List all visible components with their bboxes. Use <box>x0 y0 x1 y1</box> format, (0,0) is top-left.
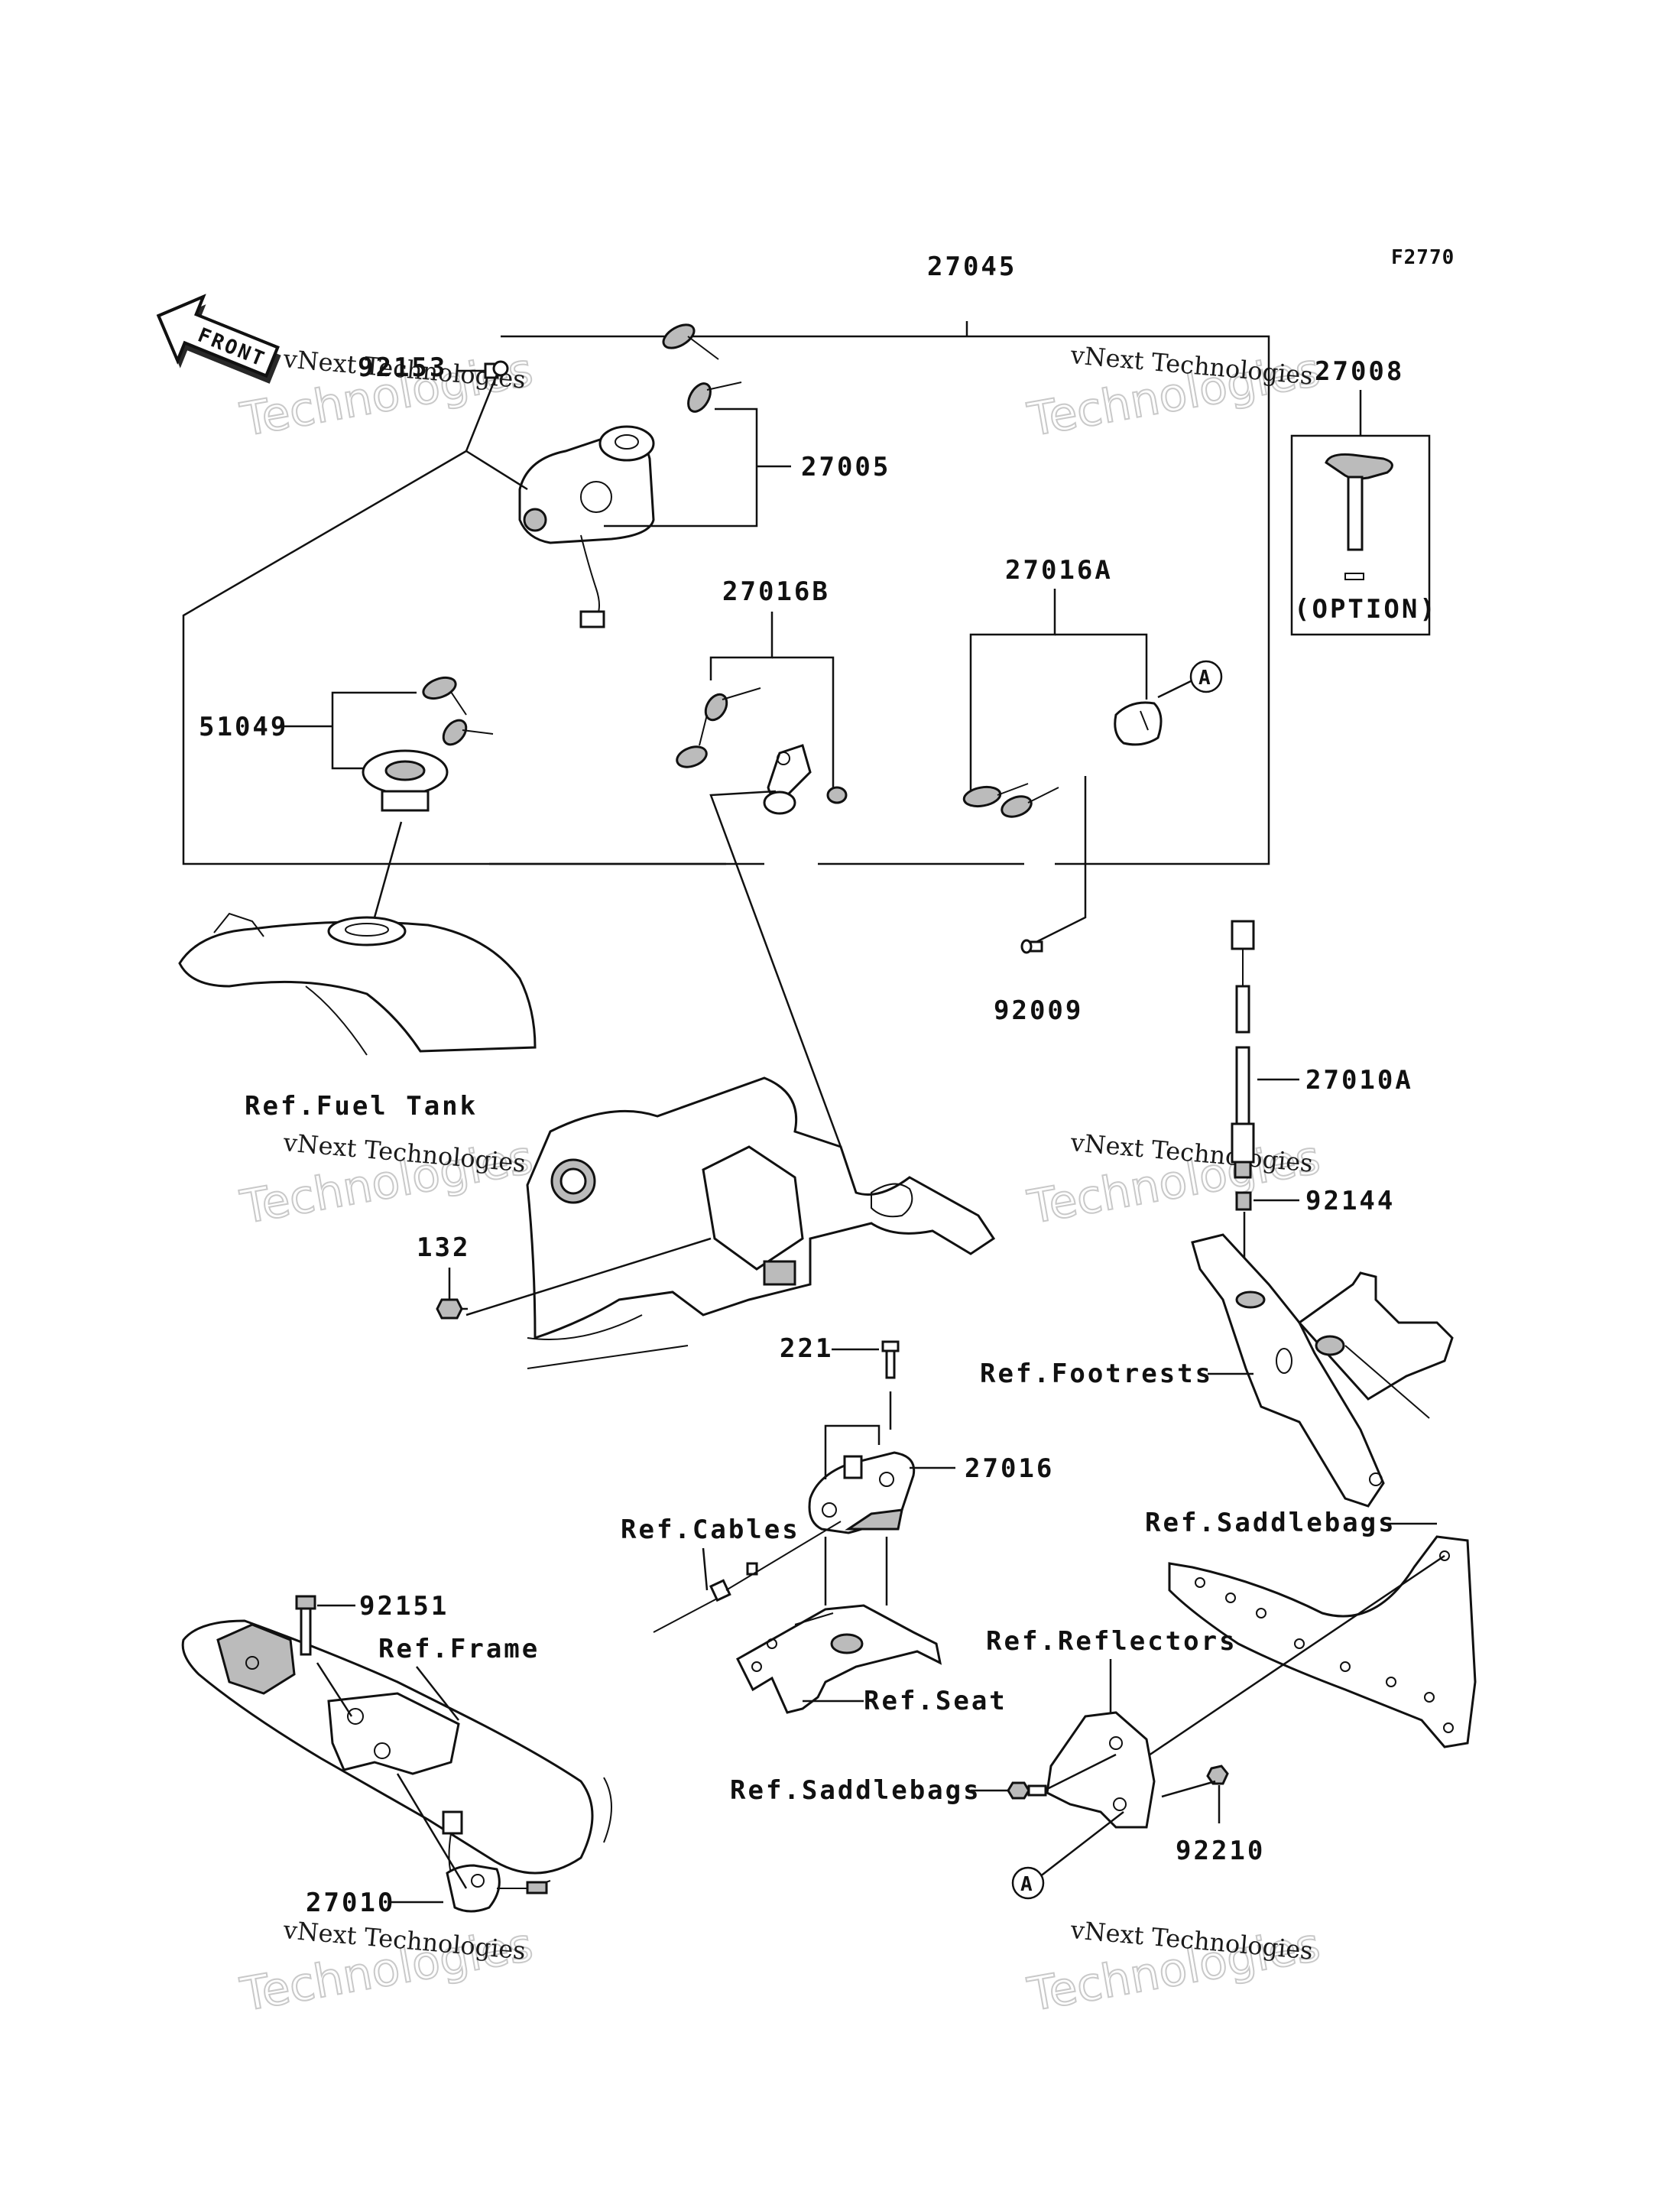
part-number-221: 221 <box>780 1333 833 1364</box>
ignition-switch-icon <box>465 425 655 628</box>
seat-bracket-icon <box>736 1604 942 1714</box>
saddlebag-bracket-icon <box>1168 1535 1477 1748</box>
ref-cables: Ref.Cables <box>621 1515 800 1545</box>
ref-saddlebags-bottom: Ref.Saddlebags <box>730 1775 981 1806</box>
lock-27016B-icon <box>763 744 848 815</box>
switch-27010A-icon <box>1231 920 1255 1179</box>
cable-icon <box>653 1521 842 1633</box>
assembly-outline <box>182 321 1270 865</box>
bolt-132-icon <box>436 1268 468 1320</box>
part-number-27010A: 27010A <box>1305 1065 1413 1096</box>
lock-plate-27016-icon <box>808 1451 916 1534</box>
callout-letter: A <box>1198 667 1211 690</box>
figure-code: F2770 <box>1391 246 1455 269</box>
screw-92009-icon <box>1020 939 1043 954</box>
part-number-27016: 27016 <box>965 1453 1054 1484</box>
fuel-tank-icon <box>178 912 537 1056</box>
bolt-saddlebag-icon <box>1007 1781 1047 1800</box>
callout-a-top: A <box>1189 660 1223 693</box>
part-number-27016A: 27016A <box>1005 555 1113 586</box>
fuel-cap-keys-icon <box>422 676 494 746</box>
nut-92210-icon <box>1206 1765 1229 1785</box>
part-number-27005: 27005 <box>801 452 890 482</box>
key-pair-27005-icon <box>662 323 742 413</box>
part-number-132: 132 <box>417 1232 470 1263</box>
frame-bracket-center-icon <box>526 1076 996 1369</box>
part-number-51049: 51049 <box>199 712 288 742</box>
screw-92153-icon <box>456 360 509 452</box>
option-key-box: 27008 (OPTION) <box>1290 356 1438 636</box>
keys-27016B-icon <box>676 687 761 768</box>
ref-fuel-tank: Ref.Fuel Tank <box>245 1091 478 1122</box>
ref-footrests: Ref.Footrests <box>980 1359 1213 1389</box>
part-number-27010: 27010 <box>306 1888 395 1918</box>
part-number-27008: 27008 <box>1315 356 1404 387</box>
front-arrow-icon: FRONT <box>156 294 281 384</box>
lock-27016A-icon <box>1114 701 1163 746</box>
nut-92144-icon <box>1235 1191 1252 1211</box>
reflector-bracket-icon <box>1046 1711 1156 1829</box>
key-icon <box>1325 453 1393 580</box>
callout-a-bottom: A <box>1011 1866 1045 1900</box>
bolt-221-icon <box>881 1340 900 1379</box>
option-note: (OPTION) <box>1294 594 1438 625</box>
part-number-27045: 27045 <box>927 252 1017 282</box>
screw-92151-icon <box>295 1595 316 1656</box>
part-number-92144: 92144 <box>1305 1186 1395 1216</box>
callout-letter: A <box>1020 1873 1033 1896</box>
fuel-cap-icon <box>362 749 449 812</box>
part-number-92210: 92210 <box>1176 1836 1265 1866</box>
part-number-92009: 92009 <box>994 995 1083 1026</box>
ref-reflectors: Ref.Reflectors <box>986 1626 1237 1657</box>
ref-saddlebags-top: Ref.Saddlebags <box>1145 1508 1396 1538</box>
ref-frame: Ref.Frame <box>378 1634 540 1664</box>
ref-seat: Ref.Seat <box>864 1686 1007 1716</box>
keys-27016A-icon <box>962 783 1059 818</box>
footrest-bracket-icon <box>1191 1233 1454 1508</box>
part-number-92153: 92153 <box>358 352 447 383</box>
part-number-92151: 92151 <box>359 1591 449 1622</box>
part-number-27016B: 27016B <box>722 576 830 607</box>
frame-tube-icon <box>181 1619 612 1875</box>
